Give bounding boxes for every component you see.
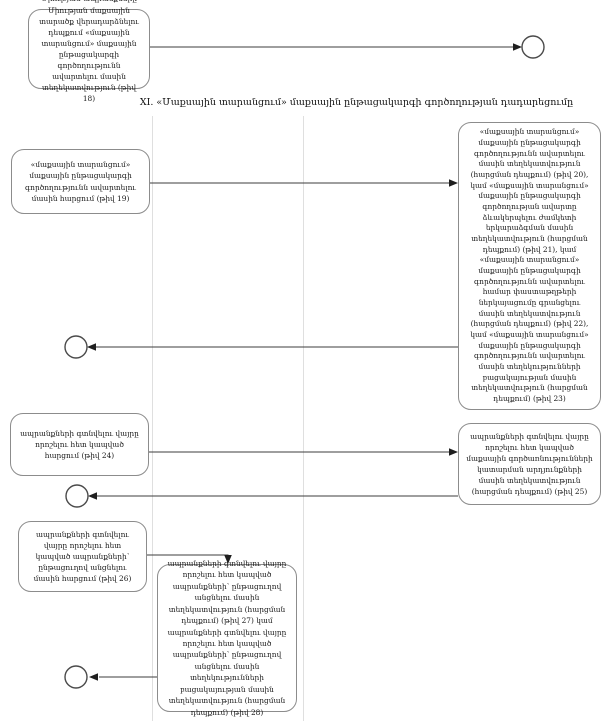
arrowhead-icon bbox=[88, 492, 97, 500]
arrowhead-icon bbox=[449, 179, 458, 187]
node-info-20-23: «մաքսային տարանցում» մաքսային ընթացակարգ… bbox=[458, 122, 601, 410]
node-info-18: Միության ապրանքները Միության մաքսային տա… bbox=[28, 0, 150, 103]
arrowhead-icon bbox=[513, 43, 522, 51]
arrowhead-icon bbox=[224, 555, 232, 564]
section-title: XI. «Մաքսային տարանցում» մաքսային ընթացա… bbox=[139, 97, 574, 108]
node-request-19: «մաքսային տարանցում» մաքսային ընթացակարգ… bbox=[11, 149, 150, 214]
flow-arrow bbox=[147, 554, 229, 556]
node-info-25: ապրանքների գտնվելու վայրը որոշելու հետ կ… bbox=[458, 423, 601, 505]
node-request-26: ապրանքների գտնվելու վայրը որոշելու հետ կ… bbox=[18, 521, 147, 592]
arrowhead-icon bbox=[89, 673, 98, 681]
arrowhead-icon bbox=[449, 448, 458, 456]
end-event-circle bbox=[65, 484, 89, 508]
end-event-circle bbox=[64, 335, 88, 359]
arrowhead-icon bbox=[87, 343, 96, 351]
end-event-circle bbox=[64, 665, 88, 689]
node-info-27-28: ապրանքների գտնվելու վայրը որոշելու հետ կ… bbox=[157, 559, 297, 717]
end-event-circle bbox=[521, 35, 545, 59]
node-request-24: ապրանքների գտնվելու վայրը որոշելու հետ կ… bbox=[10, 413, 149, 476]
